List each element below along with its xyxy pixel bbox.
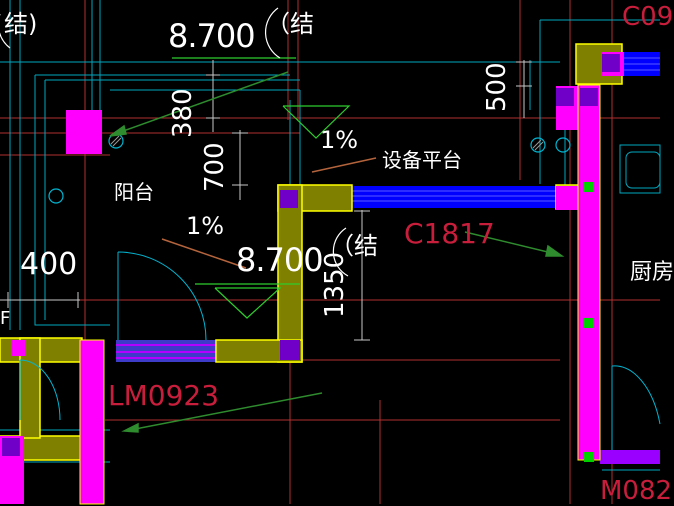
structural-marks	[0, 7, 349, 277]
column-dark-cores	[2, 54, 620, 456]
column-right-main	[578, 85, 600, 460]
cad-floor-plan	[0, 0, 661, 505]
elevation-mid: 8.700	[236, 241, 324, 279]
slope-lines	[161, 157, 377, 269]
dimension-380: 380	[168, 88, 198, 138]
window-bands	[116, 52, 660, 464]
cyan-outlines	[0, 0, 661, 471]
door-tag-m082: M082	[600, 476, 673, 506]
drain-hatches	[110, 135, 544, 151]
elevation-top: 8.700	[168, 17, 256, 55]
door-tag-lm0923: LM0923	[108, 379, 220, 412]
reference-lines	[0, 0, 660, 504]
leader-arrows	[109, 71, 565, 433]
dimension-400: 400	[20, 247, 78, 282]
window-right-lower-band	[600, 450, 660, 464]
window-c1817-band	[352, 186, 556, 208]
column-left-small	[12, 340, 26, 356]
column-right-wall	[556, 186, 580, 210]
dimension-lines	[0, 60, 532, 341]
structural-mark-top-left: 结)	[4, 10, 38, 38]
dimension-700: 700	[200, 142, 230, 192]
room-label-kitchen: 厨房	[630, 260, 674, 285]
window-tag-c09: C09	[622, 2, 674, 32]
window-tag-c1817: C1817	[404, 217, 495, 250]
elevation-markers	[172, 57, 351, 319]
slope-lower: 1%	[186, 212, 225, 240]
dimension-1350: 1350	[320, 251, 350, 318]
structural-mark-mid: （结	[330, 232, 378, 260]
column-lm0923	[80, 340, 104, 504]
column-balcony	[66, 110, 102, 154]
edge-tag-f: F	[0, 308, 11, 329]
room-label-equipment-platform: 设备平台	[382, 148, 462, 172]
structural-mark-top-center: （结	[266, 10, 314, 38]
dimension-500: 500	[482, 62, 512, 112]
slope-upper: 1%	[320, 126, 359, 154]
door-swings	[19, 251, 661, 450]
node-markers	[584, 182, 594, 462]
room-label-balcony: 阳台	[114, 180, 154, 204]
wall-vertical-mid	[277, 184, 303, 363]
